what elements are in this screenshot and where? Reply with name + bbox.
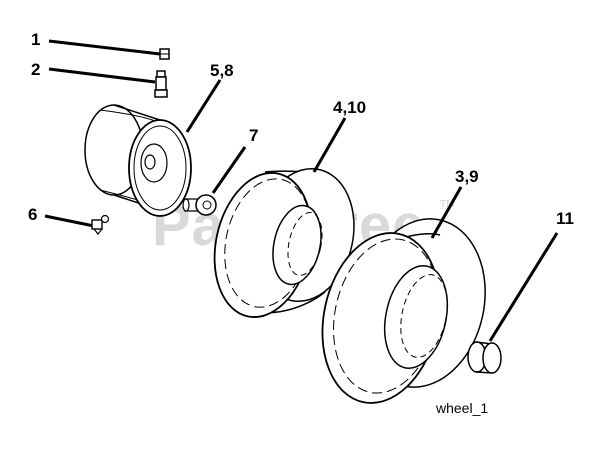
callout-5-8: 5,8 [210, 61, 234, 80]
leader-line-5-8 [185, 79, 222, 133]
callout-2: 2 [31, 60, 40, 79]
part-bushing[interactable] [182, 194, 217, 216]
callout-7: 7 [249, 126, 258, 145]
part-valve-stem[interactable] [48, 67, 168, 98]
callout-4-10: 4,10 [333, 98, 366, 117]
part-grease-fitting[interactable] [44, 214, 110, 235]
watermark-trademark: TM [440, 199, 454, 210]
callout-11: 11 [556, 209, 574, 228]
leader-line-4-10 [312, 117, 347, 173]
callout-3-9: 3,9 [455, 167, 479, 186]
diagram-caption: wheel_1 [435, 400, 488, 416]
part-hub-cap[interactable] [467, 341, 502, 374]
callout-1: 1 [31, 30, 40, 49]
part-rear-tire[interactable] [307, 207, 500, 414]
callout-6: 6 [28, 205, 37, 224]
part-front-tire[interactable] [202, 159, 366, 326]
part-rim[interactable] [84, 104, 192, 217]
part-valve-cap[interactable] [48, 39, 170, 60]
leader-line-7 [211, 146, 247, 194]
leader-line-3-9 [430, 186, 463, 239]
leader-line-11 [488, 232, 559, 342]
